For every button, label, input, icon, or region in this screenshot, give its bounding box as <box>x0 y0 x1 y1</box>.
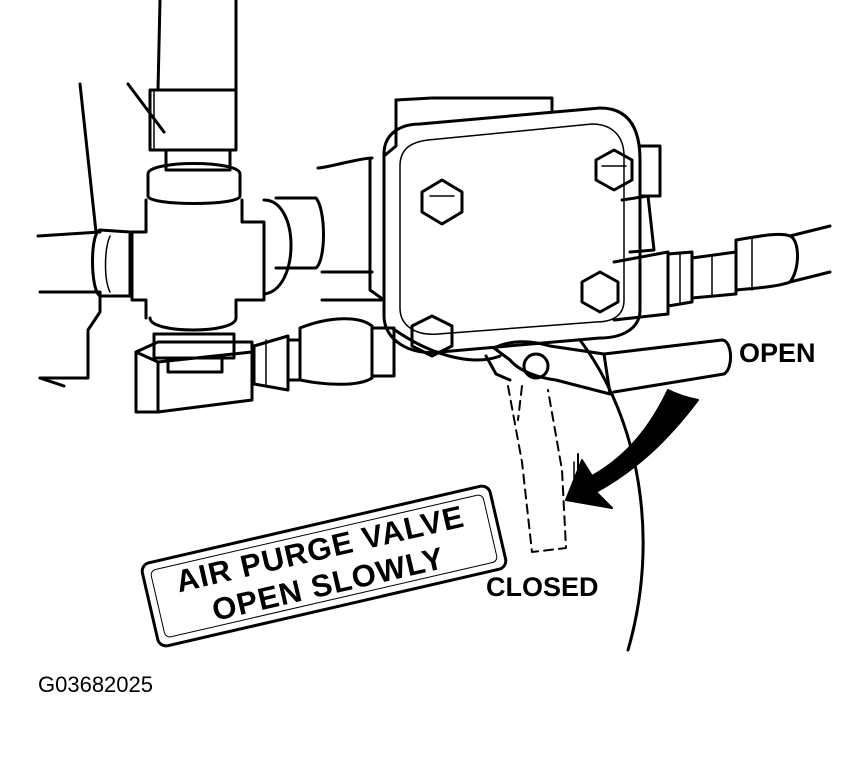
left-pipe <box>36 230 102 388</box>
bolt-bottom-left <box>410 314 454 358</box>
rotation-arrow <box>565 389 699 509</box>
valve-lever <box>492 338 732 396</box>
right-outlet-pipe <box>612 224 832 322</box>
mount-block <box>134 340 254 414</box>
body-lower-edge <box>390 326 502 362</box>
background-rod <box>78 82 98 234</box>
lever-base <box>484 354 512 382</box>
background-edge <box>126 82 166 134</box>
figure-id: G03682025 <box>38 672 153 697</box>
housing-curve <box>578 338 645 652</box>
bolt-top-left <box>420 178 464 226</box>
lower-fitting <box>252 317 396 392</box>
closed-label: CLOSED <box>486 572 599 602</box>
bolt-bottom-right <box>580 270 620 314</box>
lever-closed-position <box>507 385 567 553</box>
valve-body <box>316 96 642 358</box>
open-label: OPEN <box>739 338 816 368</box>
supply-pipe <box>148 0 238 172</box>
bolt-top-right <box>594 148 634 192</box>
cross-fitting <box>91 162 325 374</box>
right-upper-fitting <box>620 144 662 254</box>
